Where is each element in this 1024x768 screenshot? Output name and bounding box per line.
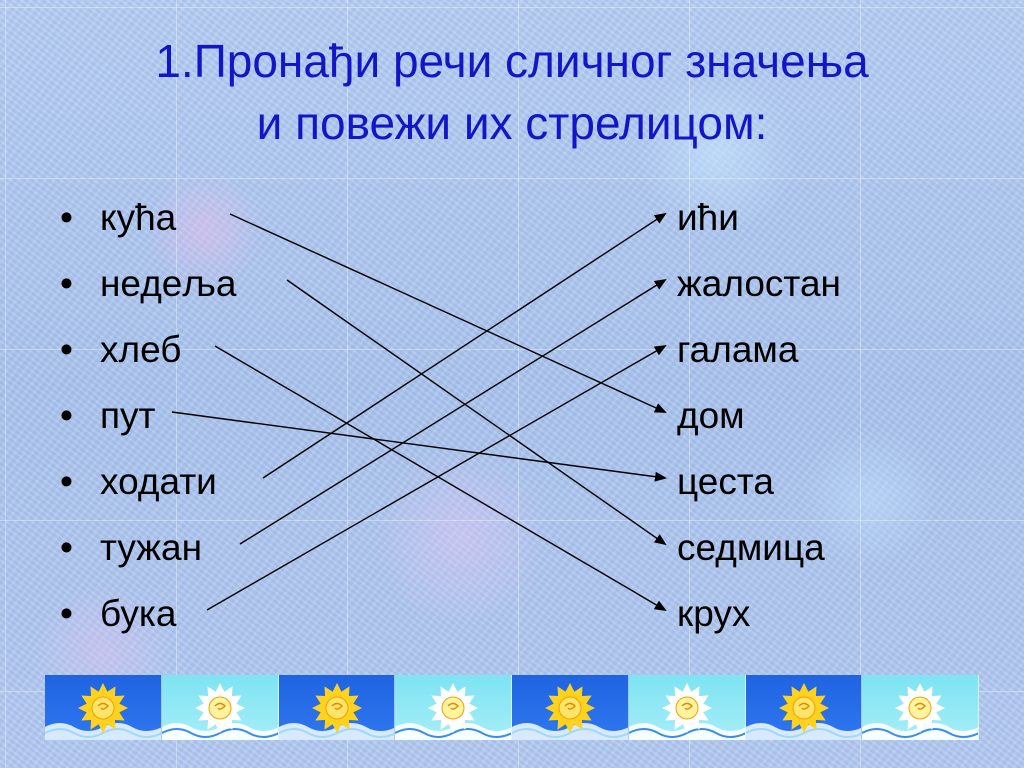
right-word: крух xyxy=(677,593,751,634)
slide-title: 1.Пронађи речи сличног значења и повежи … xyxy=(0,30,1024,154)
arrow-line xyxy=(239,278,667,545)
right-word: ићи xyxy=(677,197,739,238)
sun-icon xyxy=(862,683,979,740)
bullet-icon: • xyxy=(60,263,73,304)
sun-icon xyxy=(45,683,161,740)
list-item: галама xyxy=(677,320,841,386)
right-word: цеста xyxy=(677,461,774,502)
arrow-line xyxy=(206,345,667,611)
list-item: цеста xyxy=(677,452,841,518)
decorative-border xyxy=(45,675,979,740)
border-tile xyxy=(161,675,279,740)
list-item: • ходати xyxy=(60,452,236,518)
right-word: дом xyxy=(677,395,745,436)
border-tile xyxy=(512,675,629,740)
list-item: седмица xyxy=(677,518,841,584)
left-word-list: •кућа •недеља •хлеб •пут •ходати •тужан … xyxy=(60,188,236,650)
sun-icon xyxy=(278,683,395,740)
bullet-icon: • xyxy=(60,395,73,436)
left-word: хлеб xyxy=(100,329,182,370)
left-word: пут xyxy=(100,395,156,436)
left-word: кућа xyxy=(100,197,177,238)
bullet-icon: • xyxy=(60,197,73,238)
left-word: недеља xyxy=(100,263,237,304)
sun-icon xyxy=(745,683,862,740)
bullet-icon: • xyxy=(60,527,73,568)
border-tile xyxy=(745,675,863,740)
arrow-line xyxy=(286,279,667,546)
right-word: жалостан xyxy=(677,263,841,304)
list-item: ићи xyxy=(677,188,841,254)
title-line-2: и повежи их стрелицом: xyxy=(256,97,768,149)
bullet-icon: • xyxy=(60,329,73,370)
border-tile xyxy=(395,675,512,740)
list-item: жалостан xyxy=(677,254,841,320)
arrow-line xyxy=(229,213,667,413)
arrow-line xyxy=(262,212,667,479)
left-word: бука xyxy=(100,593,177,634)
list-item: крух xyxy=(677,584,841,650)
title-line-1: 1.Пронађи речи сличног значења xyxy=(155,35,869,87)
border-tile xyxy=(45,675,162,740)
list-item: • хлеб xyxy=(60,320,236,386)
bullet-icon: • xyxy=(60,593,73,634)
border-tile xyxy=(628,675,746,740)
border-tile xyxy=(862,675,979,740)
arrow-line xyxy=(171,411,667,482)
list-item: • недеља xyxy=(60,254,236,320)
sun-icon xyxy=(395,683,512,740)
border-tile xyxy=(278,675,396,740)
list-item: • тужан xyxy=(60,518,236,584)
bullet-icon: • xyxy=(60,461,73,502)
sun-icon xyxy=(512,683,628,740)
left-word: тужан xyxy=(100,527,203,568)
right-word: галама xyxy=(677,329,799,370)
arrow-line xyxy=(214,345,667,612)
list-item: • кућа xyxy=(60,188,236,254)
sun-icon xyxy=(628,683,745,740)
right-word-list: ићи жалостан галама дом цеста седмица кр… xyxy=(677,188,841,650)
left-word: ходати xyxy=(100,461,217,502)
list-item: • пут xyxy=(60,386,236,452)
right-word: седмица xyxy=(677,527,825,568)
list-item: • бука xyxy=(60,584,236,650)
list-item: дом xyxy=(677,386,841,452)
sun-icon xyxy=(161,683,278,740)
